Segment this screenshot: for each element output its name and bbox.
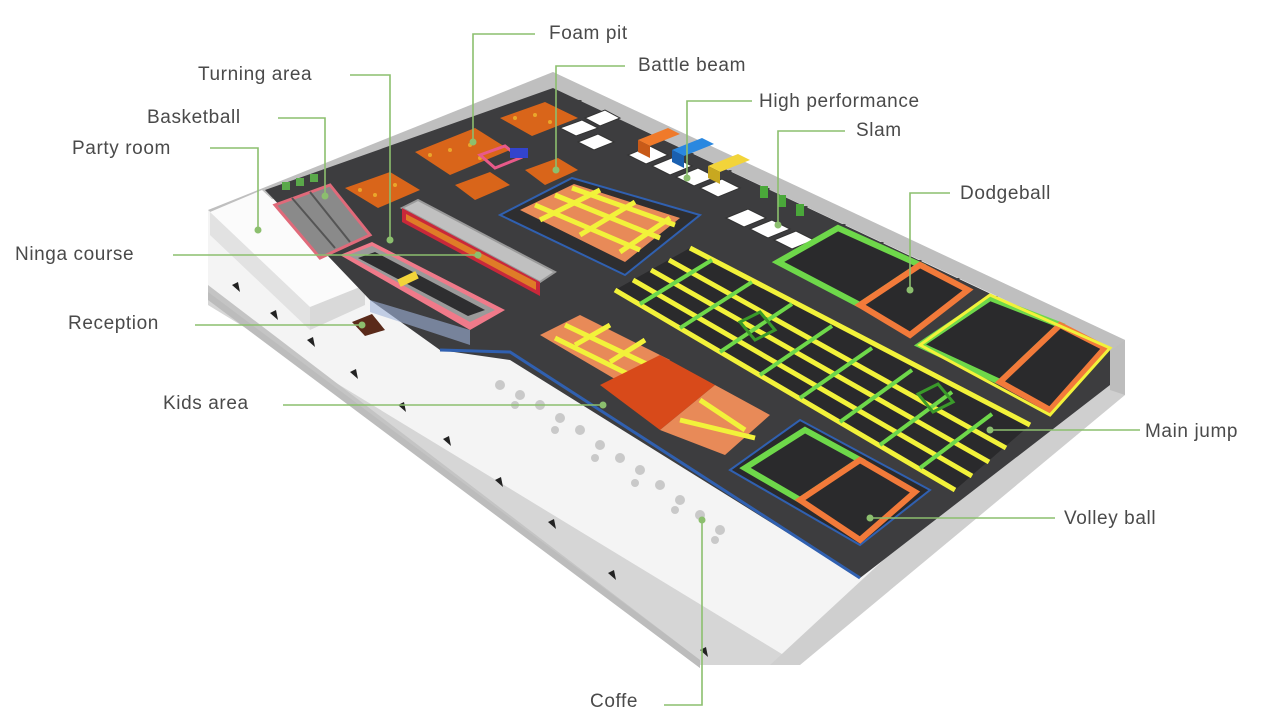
label-battle-beam: Battle beam: [638, 55, 746, 76]
label-turning-area: Turning area: [198, 64, 313, 85]
leader-lines: [173, 33, 1140, 706]
reception-desk: [352, 314, 385, 336]
main-jump-grid: [613, 245, 1032, 493]
label-foam-pit: Foam pit: [549, 23, 628, 44]
slam-hoops: [760, 186, 804, 216]
high-performance-blocks: [638, 128, 750, 184]
coffee-tables: [495, 380, 725, 544]
label-ninga-course: Ninga course: [15, 244, 135, 265]
leader-dots: [254, 138, 994, 524]
label-coffe: Coffe: [590, 691, 639, 712]
label-volley-ball: Volley ball: [1064, 508, 1157, 529]
label-basketball: Basketball: [147, 107, 241, 128]
basketball-court: [272, 174, 373, 260]
volley-ball-court: [728, 418, 932, 547]
label-reception: Reception: [68, 313, 159, 334]
kids-area-zone: [439, 315, 861, 580]
label-kids-area: Kids area: [163, 393, 249, 414]
foam-pits: [345, 102, 578, 208]
turning-area-lane: [340, 242, 505, 345]
party-room-block: [210, 190, 365, 330]
label-party-room: Party room: [72, 138, 171, 159]
ninja-course: [399, 198, 557, 296]
label-slam: Slam: [856, 120, 902, 141]
label-main-jump: Main jump: [1145, 421, 1239, 442]
battle-beam-arena: [497, 176, 703, 277]
label-high-performance: High performance: [759, 91, 920, 112]
label-dodgeball: Dodgeball: [960, 183, 1051, 204]
dodgeball-courts: [771, 224, 1113, 417]
